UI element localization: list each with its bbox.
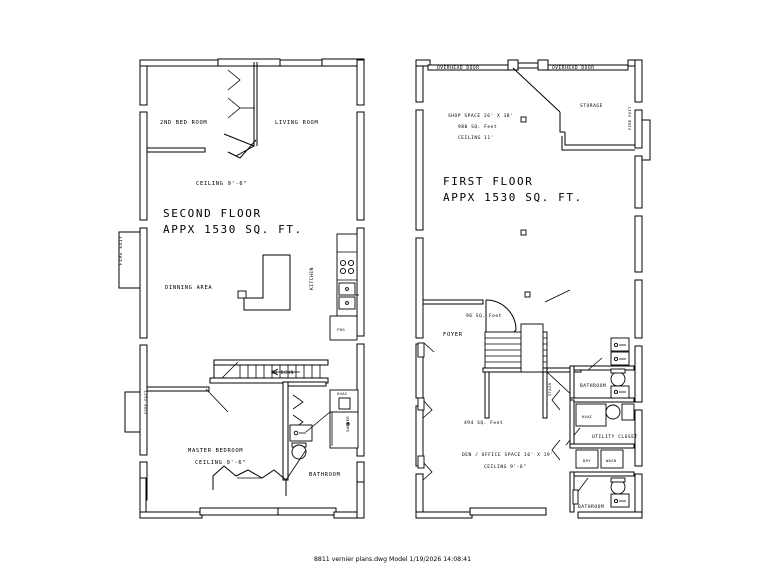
ceiling-note-second-floor: CEILING 9'-6" xyxy=(196,181,247,187)
first-floor-shop-storage xyxy=(512,67,635,298)
fixture-label-hvac-second-floor: HVAC xyxy=(337,391,348,396)
room-label-kitchen: KITCHEN xyxy=(309,267,315,290)
first-floor-walls xyxy=(415,59,651,519)
fixture-label-dryer: DRY xyxy=(583,458,591,463)
foyer-area: 96 SQ. Feet xyxy=(466,313,502,319)
room-label-bathroom-upper: BATHROOM xyxy=(580,383,606,389)
room-label-storage: STORAGE xyxy=(580,103,603,109)
room-label-living-room: LIVING ROOM xyxy=(275,120,318,126)
fixture-label-stair: STAIR xyxy=(547,382,552,396)
ceiling-note-master-bedroom: CEILING 9'-6" xyxy=(195,460,246,466)
first-floor-title-line2: APPX 1530 SQ. FT. xyxy=(443,191,583,204)
second-floor-partitions xyxy=(146,62,359,496)
den-ceiling: CEILING 9'-6" xyxy=(484,464,526,470)
annotation-stair-down: SW DOWN xyxy=(271,370,294,376)
annotation-overhead-door-left: OVERHEAD DOOR xyxy=(437,65,479,71)
second-floor-title-line2: APPX 1530 SQ. FT. xyxy=(163,223,303,236)
room-label-master-bedroom: MASTER BEDROOM xyxy=(188,448,243,454)
shop-space-area: 980 SQ. Feet xyxy=(458,124,497,130)
shop-space-ceiling: CEILING 11' xyxy=(458,135,494,141)
second-floor-walls xyxy=(118,58,365,519)
room-label-bathroom-lower: BATHROOM xyxy=(578,504,604,510)
room-label-2nd-bedroom: 2ND BED ROOM xyxy=(160,120,207,126)
second-floor-title-line1: SECOND FLOOR xyxy=(163,207,262,220)
fixture-label-hvac-first-floor: HVAC xyxy=(582,414,593,419)
annotation-fire-exit-lower: FIRE EXIT xyxy=(143,390,148,414)
annotation-fire-exit-upper: FIRE EXIT xyxy=(118,236,124,265)
utility-closet-label-line1: UTILITY CLOSET xyxy=(592,434,638,440)
den-area: 494 SQ. Feet xyxy=(464,420,503,426)
den-dimensions: DEN / OFFICE SPACE 16' X 19' xyxy=(462,452,553,458)
first-floor-den-doors xyxy=(417,289,571,481)
shop-space-dimensions: SHOP SPACE 26' X 38' xyxy=(448,113,513,119)
first-floor-service-rooms xyxy=(565,337,635,513)
room-label-bathroom-second-floor: BATHROOM xyxy=(309,472,341,478)
room-label-foyer: FOYER xyxy=(443,332,463,338)
fixture-label-washer: WASH xyxy=(606,458,617,463)
first-floor-title-line1: FIRST FLOOR xyxy=(443,175,533,188)
first-floor-plan: STAIR xyxy=(415,59,651,519)
stair-treads xyxy=(239,365,321,378)
footer-file-info: 8811 vernier plans.dwg Model 1/19/2026 1… xyxy=(314,556,471,563)
annotation-overhead-door-right: OVERHEAD DOOR xyxy=(552,65,594,71)
fixture-label-shower: SHOWER xyxy=(345,416,350,432)
room-label-dinning-area: DINNING AREA xyxy=(165,285,212,291)
fixture-label-fridge: FRG xyxy=(337,327,345,332)
annotation-fire-exit-right: FIRE EXIT xyxy=(627,106,632,130)
second-floor-plan: 2ND BED ROOM LIVING ROOM CEILING 9'-6" S… xyxy=(118,58,365,519)
